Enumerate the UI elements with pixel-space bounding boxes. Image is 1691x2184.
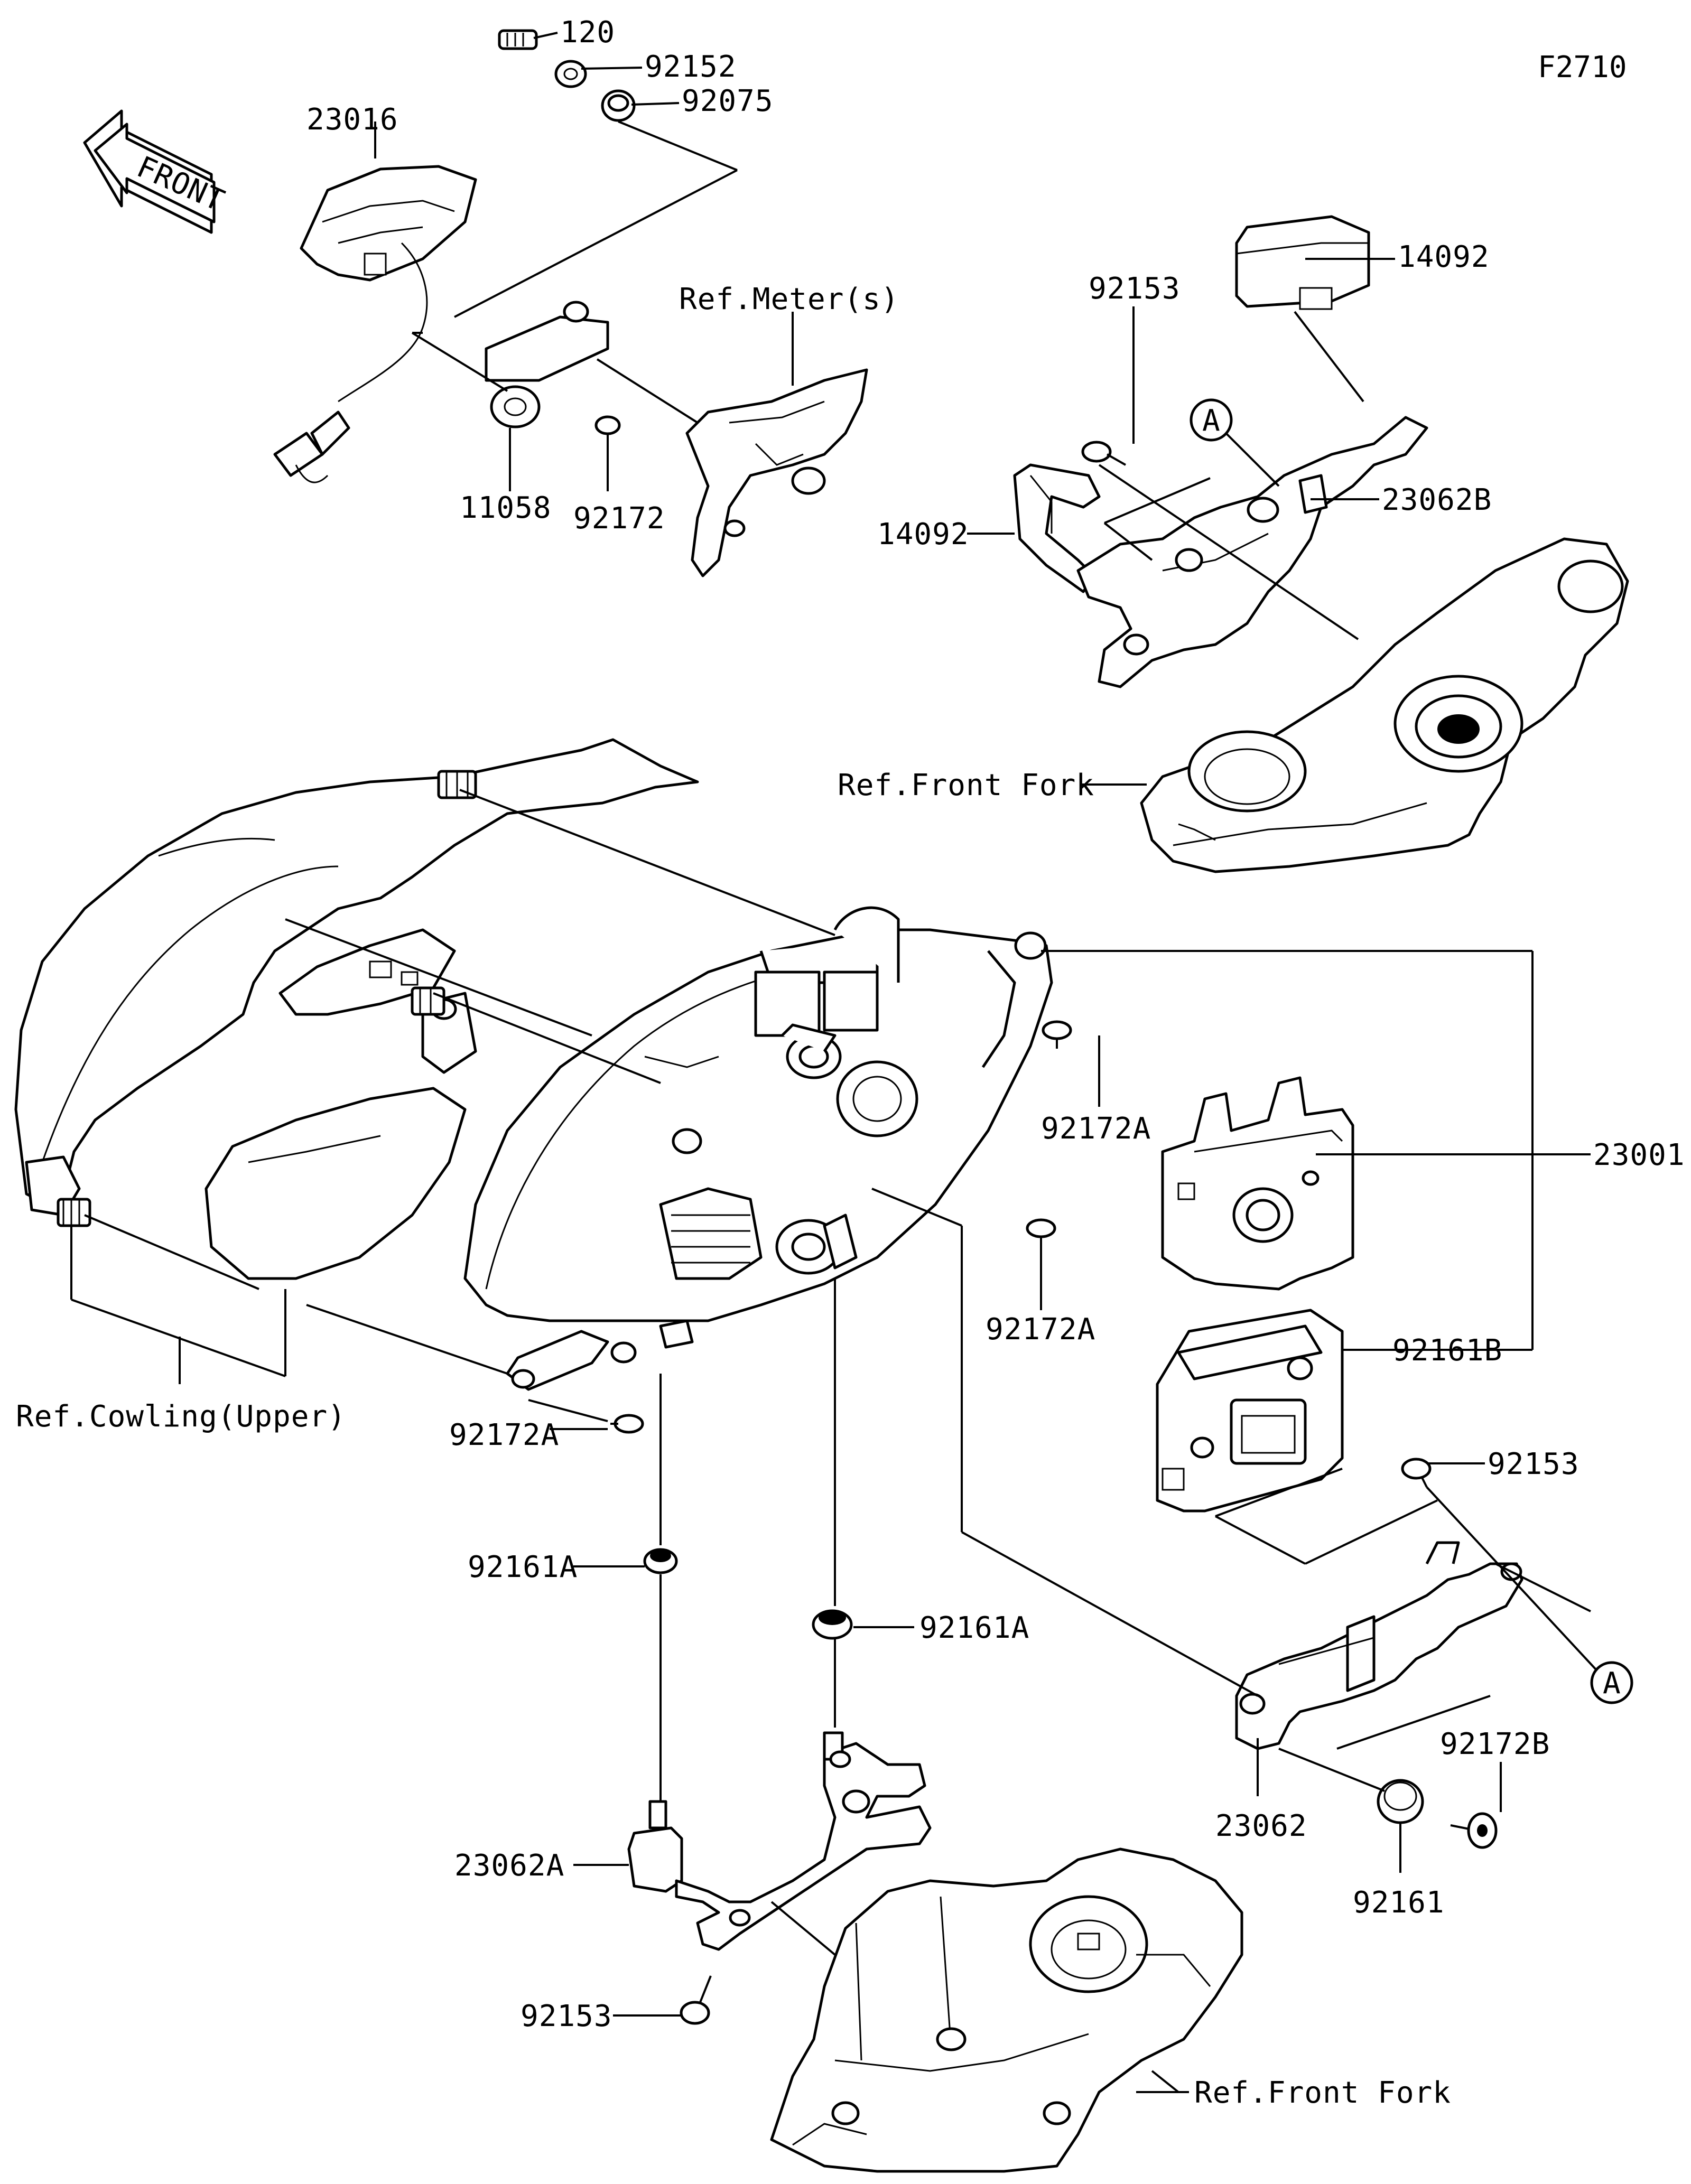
part-92161b-box: [1156, 1309, 1344, 1513]
callout-92161a-left: 92161A: [468, 1550, 578, 1584]
part-23016-assembly: [273, 165, 477, 483]
part-92161a-grommet-right: [812, 1609, 853, 1640]
part-92172b-screw: [1450, 1812, 1498, 1849]
callout-92153-mid: 92153: [1488, 1447, 1579, 1481]
ref-meter-bracket: [685, 368, 868, 577]
callout-92161a-right: 92161A: [919, 1611, 1029, 1645]
callout-120: 120: [560, 15, 615, 50]
front-arrow-icon: FRONT: [83, 109, 229, 234]
callout-14092-left: 14092: [877, 517, 969, 552]
part-23001-headlight: [463, 906, 1053, 1391]
callout-23062: 23062: [1215, 1809, 1307, 1843]
part-92153-screw-top: [1081, 441, 1126, 466]
part-92153-screw-bottom: [680, 1975, 712, 2025]
marker-a-bottom-label: A: [1603, 1666, 1621, 1701]
callout-14092-top: 14092: [1398, 240, 1490, 274]
callout-23062b: 23062B: [1382, 483, 1492, 517]
connector-icon: [57, 1198, 91, 1227]
connector-icon: [411, 986, 445, 1016]
ref-front-fork-bottom: [770, 1847, 1243, 2173]
callout-92172a-1: 92172A: [1041, 1112, 1151, 1146]
part-120-bolt: [498, 29, 538, 50]
callout-23062a: 23062A: [454, 1849, 564, 1883]
callout-92153-bottom: 92153: [521, 1999, 612, 2033]
callout-92172: 92172: [573, 501, 665, 536]
callout-ref-cowling: Ref.Cowling(Upper): [16, 1399, 346, 1434]
part-92172a-screw-3: [610, 1414, 644, 1434]
callout-ref-front-fork-top: Ref.Front Fork: [838, 768, 1094, 802]
callout-ref-front-fork-bottom: Ref.Front Fork: [1194, 2076, 1451, 2110]
callout-92172b: 92172B: [1440, 1727, 1550, 1761]
part-92153-screw-mid: [1401, 1458, 1432, 1488]
callout-92152: 92152: [645, 50, 737, 84]
part-23062b-bracket: [1076, 416, 1428, 688]
part-92152-washer: [554, 60, 587, 88]
callout-92161b: 92161B: [1392, 1333, 1502, 1368]
ref-front-fork-top: [1140, 537, 1629, 873]
marker-a-bottom: A: [1590, 1661, 1633, 1704]
part-23062-bracket: [1235, 1541, 1523, 1750]
callout-92172a-3: 92172A: [449, 1418, 559, 1452]
connector-icon: [437, 770, 477, 799]
callout-23001: 23001: [1593, 1138, 1685, 1172]
part-14092-module-top: [1235, 215, 1370, 310]
part-92172a-screw-2: [1026, 1218, 1056, 1247]
part-92075-grommet: [601, 89, 636, 122]
part-92161a-grommet-left: [643, 1548, 678, 1574]
part-92172a-screw-1: [1042, 1020, 1072, 1049]
part-23062a-bracket: [627, 1731, 932, 1951]
figure-code: F2710: [1538, 50, 1627, 85]
part-11058-bracket: [485, 301, 609, 428]
callout-ref-meter: Ref.Meter(s): [679, 282, 899, 316]
callout-92075: 92075: [682, 84, 774, 118]
marker-a-top-label: A: [1202, 404, 1221, 438]
part-23001-module: [1161, 1076, 1354, 1291]
callout-92161: 92161: [1353, 1886, 1445, 1920]
marker-a-top: A: [1190, 398, 1233, 442]
ref-cowling-upper: [14, 738, 699, 1280]
part-14092-bracket-left: [1013, 463, 1101, 593]
callout-23016: 23016: [306, 102, 398, 137]
callout-92172a-2: 92172A: [986, 1312, 1095, 1347]
part-92161-grommet: [1377, 1779, 1424, 1824]
callout-92153-top: 92153: [1089, 272, 1181, 306]
callout-11058: 11058: [460, 491, 552, 525]
part-92172-screw: [594, 415, 621, 454]
